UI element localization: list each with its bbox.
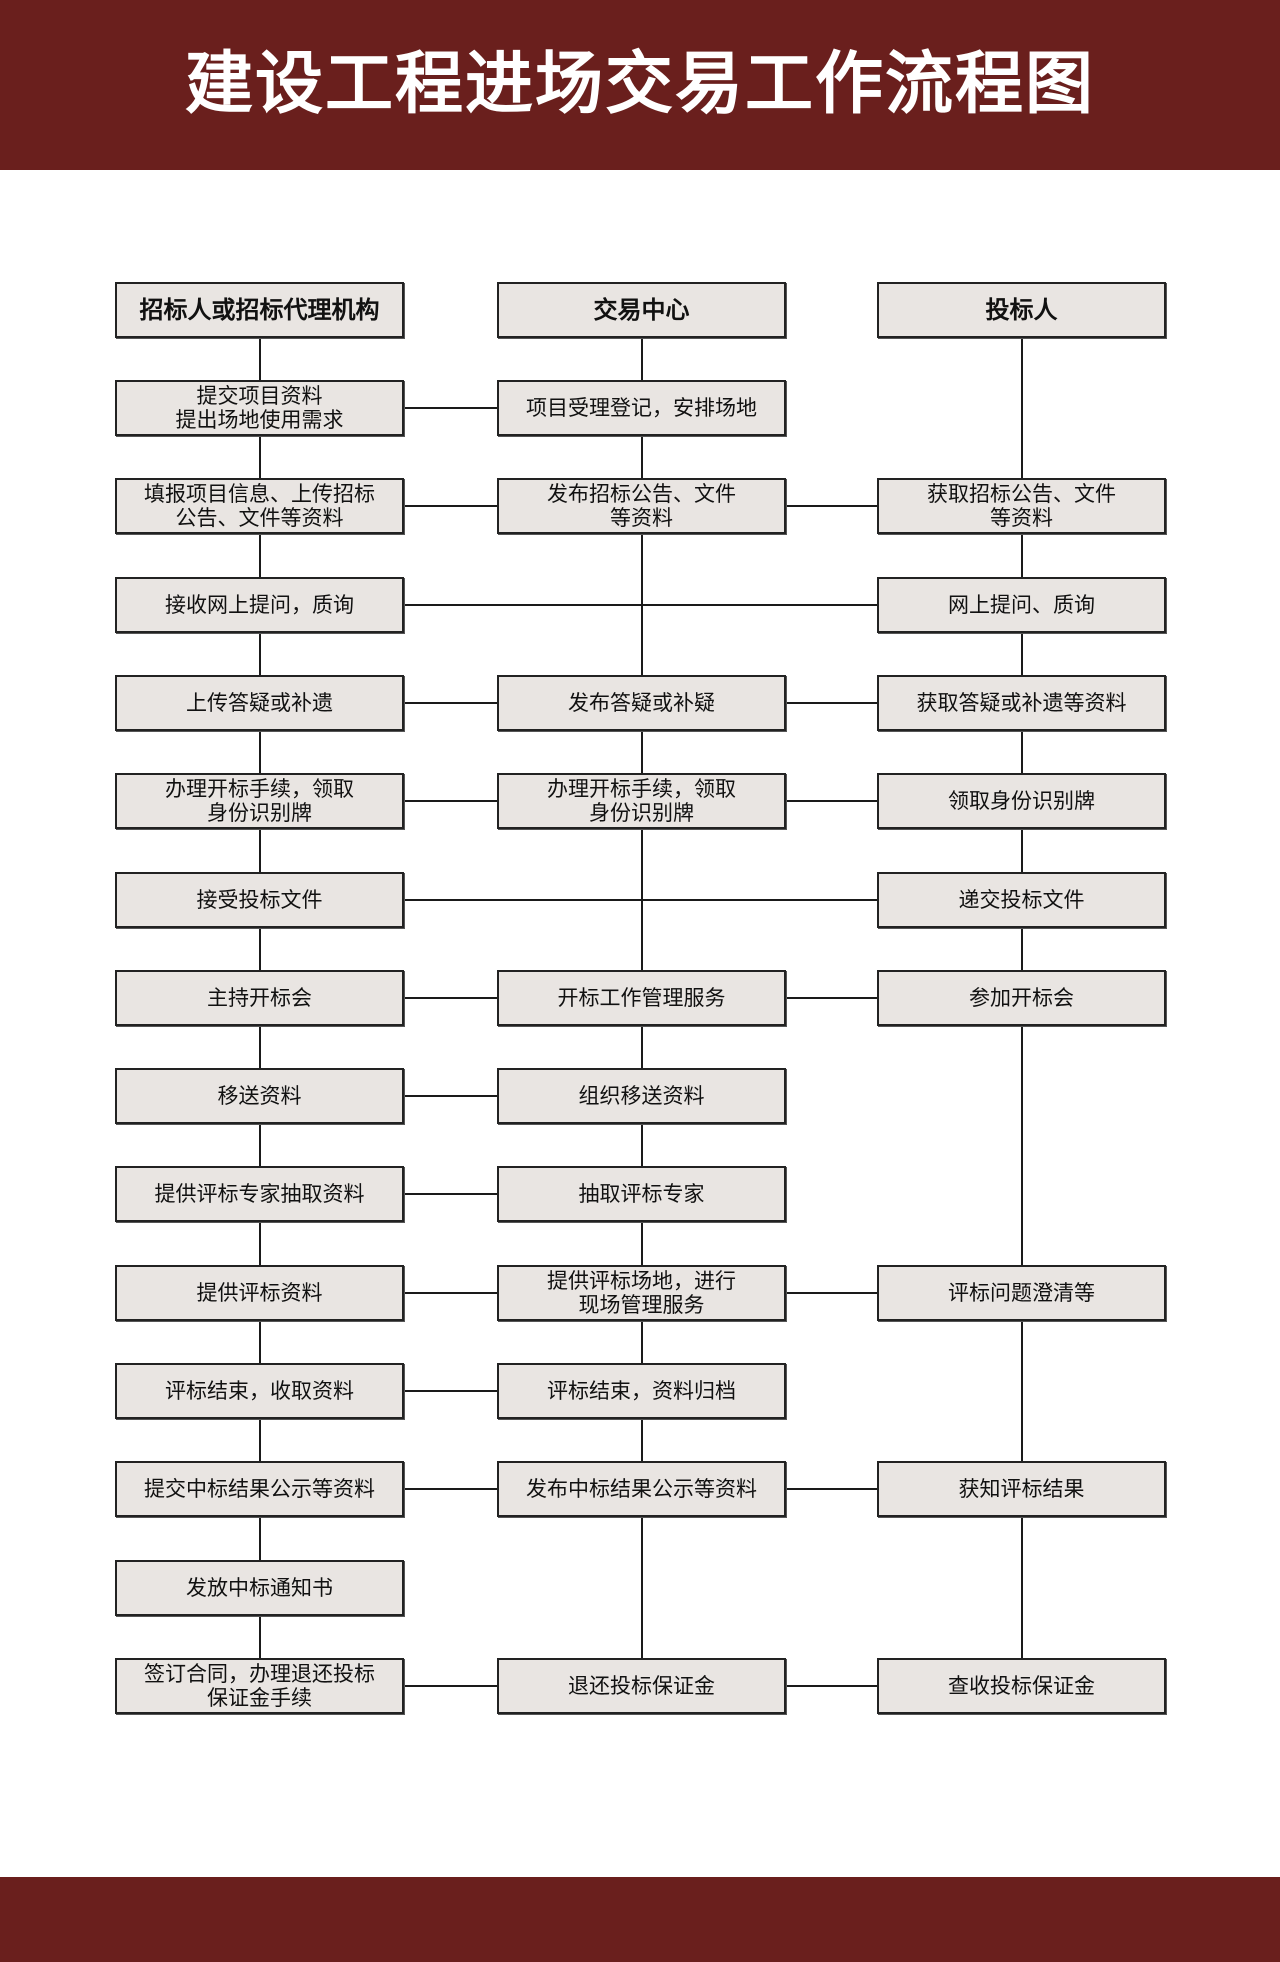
horizontal-connector — [786, 1291, 877, 1294]
horizontal-connector — [786, 505, 877, 508]
column-header-bidder: 投标人 — [877, 282, 1166, 338]
horizontal-connector — [786, 1488, 877, 1491]
step-box-bidder-agent: 发放中标通知书 — [115, 1559, 404, 1616]
horizontal-connector — [404, 996, 497, 999]
step-box-trading-center: 组织移送资料 — [497, 1068, 786, 1125]
step-box-trading-center: 提供评标场地，进行 现场管理服务 — [497, 1264, 786, 1321]
step-box-bidder: 获取答疑或补遗等资料 — [877, 674, 1166, 731]
title-banner: 建设工程进场交易工作流程图 — [0, 0, 1280, 170]
flowchart: 招标人或招标代理机构 交易中心 投标人提交项目资料 提出场地使用需求 项目受理登记，安… — [115, 282, 1166, 1714]
horizontal-connector — [404, 1684, 497, 1687]
step-box-bidder-agent: 上传答疑或补遗 — [115, 674, 404, 731]
horizontal-connector — [404, 603, 877, 606]
horizontal-connector — [404, 1488, 497, 1491]
step-box-bidder: 获取招标公告、文件 等资料 — [877, 478, 1166, 535]
step-box-trading-center: 发布中标结果公示等资料 — [497, 1461, 786, 1518]
horizontal-connector — [404, 1193, 497, 1196]
step-box-trading-center: 评标结束，资料归档 — [497, 1363, 786, 1419]
horizontal-connector — [786, 1684, 877, 1687]
column-header-bidder-agent: 招标人或招标代理机构 — [115, 282, 404, 338]
step-box-trading-center: 退还投标保证金 — [497, 1657, 786, 1714]
step-box-bidder: 获知评标结果 — [877, 1461, 1166, 1518]
step-box-trading-center: 发布招标公告、文件 等资料 — [497, 478, 786, 535]
horizontal-connector — [404, 1291, 497, 1294]
footer-banner — [0, 1877, 1280, 1962]
horizontal-connector — [786, 800, 877, 803]
step-box-bidder-agent: 提供评标专家抽取资料 — [115, 1166, 404, 1223]
step-box-bidder-agent: 提交中标结果公示等资料 — [115, 1461, 404, 1518]
page-title: 建设工程进场交易工作流程图 — [184, 45, 1095, 124]
step-box-bidder-agent: 办理开标手续，领取 身份识别牌 — [115, 773, 404, 830]
horizontal-connector — [404, 898, 877, 901]
step-box-bidder: 网上提问、质询 — [877, 576, 1166, 633]
step-box-bidder: 领取身份识别牌 — [877, 773, 1166, 830]
step-box-trading-center: 开标工作管理服务 — [497, 969, 786, 1026]
step-box-bidder-agent: 主持开标会 — [115, 969, 404, 1026]
horizontal-connector — [404, 505, 497, 508]
step-box-trading-center: 办理开标手续，领取 身份识别牌 — [497, 773, 786, 830]
step-box-trading-center: 抽取评标专家 — [497, 1166, 786, 1223]
step-box-bidder-agent: 提交项目资料 提出场地使用需求 — [115, 380, 404, 436]
step-box-bidder-agent: 移送资料 — [115, 1068, 404, 1125]
step-box-bidder: 评标问题澄清等 — [877, 1264, 1166, 1321]
step-box-trading-center: 项目受理登记，安排场地 — [497, 380, 786, 436]
step-box-bidder-agent: 接收网上提问，质询 — [115, 576, 404, 633]
step-box-bidder-agent: 评标结束，收取资料 — [115, 1363, 404, 1419]
step-box-bidder-agent: 签订合同，办理退还投标 保证金手续 — [115, 1657, 404, 1714]
horizontal-connector — [404, 1390, 497, 1392]
horizontal-connector — [404, 407, 497, 409]
step-box-bidder-agent: 提供评标资料 — [115, 1264, 404, 1321]
step-box-bidder: 递交投标文件 — [877, 871, 1166, 928]
step-box-bidder: 查收投标保证金 — [877, 1657, 1166, 1714]
horizontal-connector — [786, 996, 877, 999]
step-box-bidder: 参加开标会 — [877, 969, 1166, 1026]
step-box-bidder-agent: 接受投标文件 — [115, 871, 404, 928]
horizontal-connector — [404, 800, 497, 803]
horizontal-connector — [404, 1095, 497, 1098]
step-box-trading-center: 发布答疑或补疑 — [497, 674, 786, 731]
step-box-bidder-agent: 填报项目信息、上传招标 公告、文件等资料 — [115, 478, 404, 535]
column-header-trading-center: 交易中心 — [497, 282, 786, 338]
horizontal-connector — [404, 701, 497, 704]
horizontal-connector — [786, 701, 877, 704]
